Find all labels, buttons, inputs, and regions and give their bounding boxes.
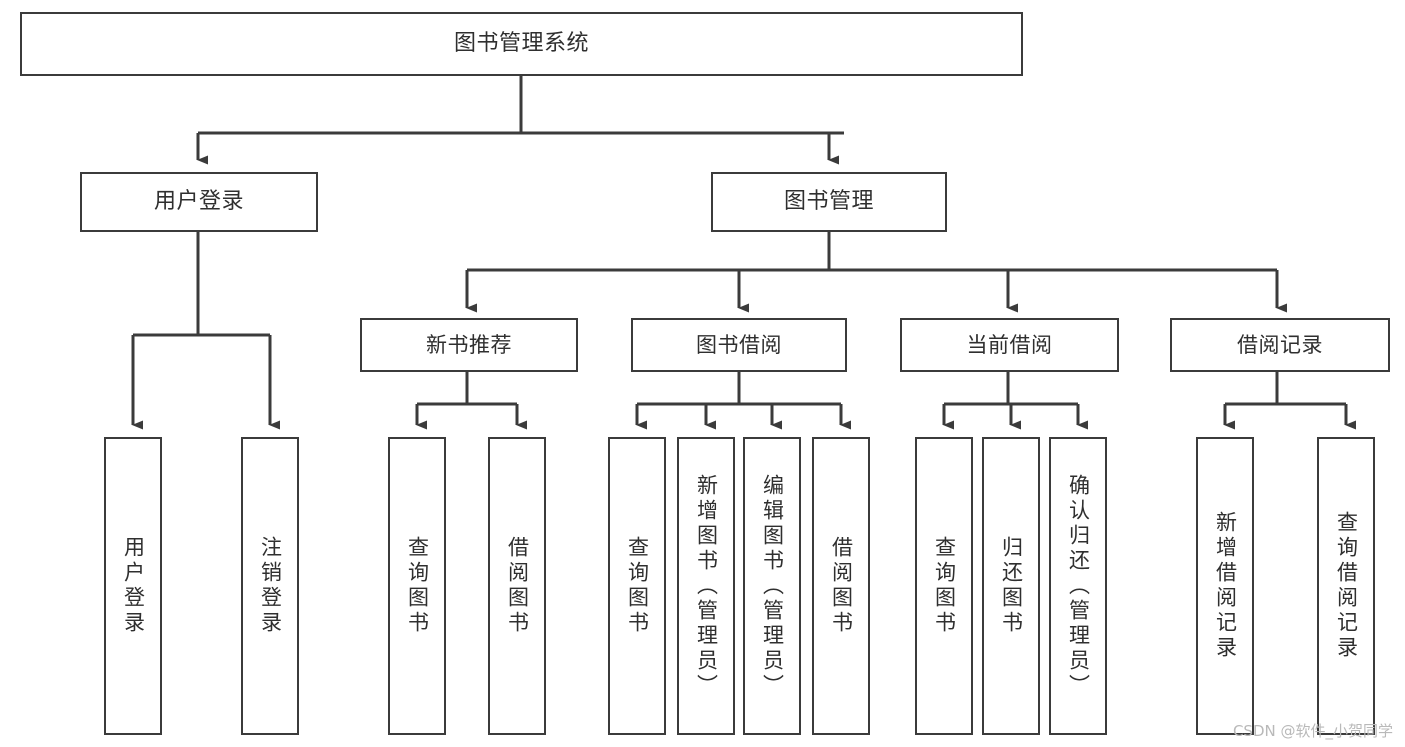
- leaf-borrow-record-add[interactable]: 新增借阅记录: [1196, 437, 1254, 735]
- node-user-login[interactable]: 用户登录: [80, 172, 318, 232]
- node-label: 用户登录: [121, 536, 146, 636]
- node-borrow-record[interactable]: 借阅记录: [1170, 318, 1390, 372]
- node-label: 用户登录: [153, 189, 244, 215]
- node-label: 查询图书: [932, 536, 957, 636]
- node-label: 确认归还（管理员）: [1066, 473, 1091, 699]
- node-label: 图书管理: [783, 189, 874, 215]
- node-label: 图书管理系统: [453, 31, 589, 57]
- node-label: 查询借阅记录: [1334, 511, 1359, 661]
- leaf-user-login-login[interactable]: 用户登录: [104, 437, 162, 735]
- leaf-borrow-record-query[interactable]: 查询借阅记录: [1317, 437, 1375, 735]
- leaf-book-borrow-query[interactable]: 查询图书: [608, 437, 666, 735]
- node-label: 新增借阅记录: [1213, 511, 1238, 661]
- node-label: 查询图书: [625, 536, 650, 636]
- leaf-user-login-logout[interactable]: 注销登录: [241, 437, 299, 735]
- node-current-borrow[interactable]: 当前借阅: [900, 318, 1119, 372]
- watermark-text: CSDN @软件_小贺同学: [1232, 722, 1393, 740]
- node-label: 当前借阅: [966, 332, 1053, 357]
- node-book-borrow[interactable]: 图书借阅: [631, 318, 847, 372]
- node-label: 借阅图书: [505, 536, 530, 636]
- leaf-current-borrow-query[interactable]: 查询图书: [915, 437, 973, 735]
- node-label: 注销登录: [258, 536, 283, 636]
- leaf-book-borrow-edit[interactable]: 编辑图书（管理员）: [743, 437, 801, 735]
- node-label: 查询图书: [405, 536, 430, 636]
- leaf-current-borrow-return[interactable]: 归还图书: [982, 437, 1040, 735]
- node-label: 归还图书: [999, 536, 1024, 636]
- node-label: 新书推荐: [426, 332, 512, 357]
- leaf-new-book-query[interactable]: 查询图书: [388, 437, 446, 735]
- node-new-book-recommend[interactable]: 新书推荐: [360, 318, 578, 372]
- leaf-book-borrow-add[interactable]: 新增图书（管理员）: [677, 437, 735, 735]
- node-root-system[interactable]: 图书管理系统: [20, 12, 1023, 76]
- leaf-new-book-borrow[interactable]: 借阅图书: [488, 437, 546, 735]
- node-label: 借阅记录: [1237, 332, 1323, 357]
- node-label: 新增图书（管理员）: [694, 473, 719, 699]
- node-label: 编辑图书（管理员）: [760, 473, 785, 699]
- node-book-management[interactable]: 图书管理: [711, 172, 947, 232]
- node-label: 借阅图书: [829, 536, 854, 636]
- leaf-book-borrow-borrow[interactable]: 借阅图书: [812, 437, 870, 735]
- node-label: 图书借阅: [696, 332, 782, 357]
- leaf-current-borrow-confirm[interactable]: 确认归还（管理员）: [1049, 437, 1107, 735]
